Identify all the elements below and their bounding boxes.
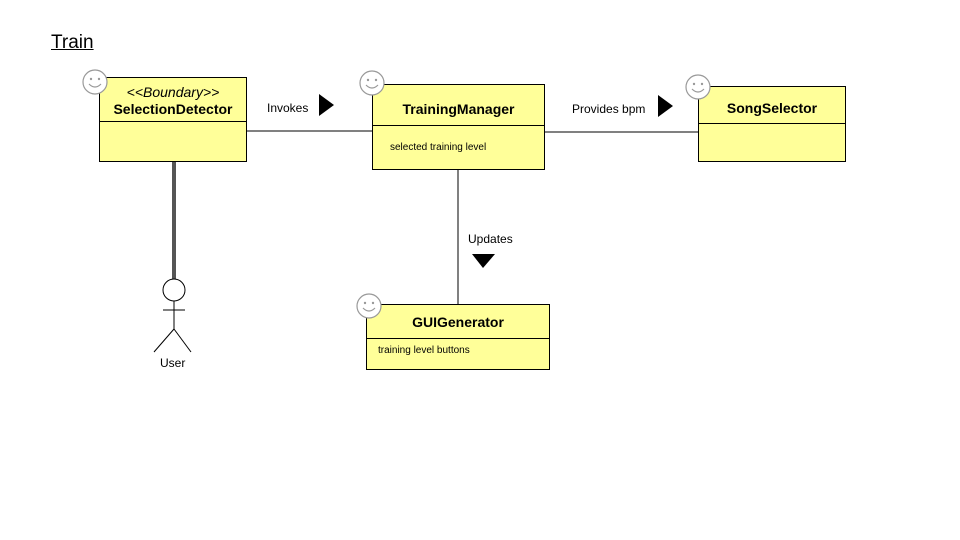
class-attributes: selected training level <box>390 142 487 153</box>
smiley-icon <box>685 74 711 100</box>
class-name: GUIGenerator <box>412 314 504 330</box>
user-actor-figure <box>153 278 192 353</box>
class-song-selector[interactable]: SongSelector <box>698 86 846 162</box>
actor-left-leg <box>153 328 175 353</box>
smiley-icon <box>82 69 108 95</box>
smiley-icon <box>356 293 382 319</box>
diagram-title: Train <box>51 32 94 53</box>
updates-direction-arrow <box>472 254 495 268</box>
invokes-direction-arrow <box>319 94 334 116</box>
class-selection-detector[interactable]: <<Boundary>> SelectionDetector <box>99 77 247 162</box>
class-header: <<Boundary>> SelectionDetector <box>100 78 246 122</box>
actor-label-user: User <box>160 356 186 370</box>
class-training-manager[interactable]: TrainingManager selected training level <box>372 84 545 170</box>
actor-right-leg <box>173 328 192 353</box>
association-label-invokes: Invokes <box>267 101 309 115</box>
class-attributes: training level buttons <box>378 345 470 356</box>
class-gui-generator[interactable]: GUIGenerator training level buttons <box>366 304 550 370</box>
provides-bpm-direction-arrow <box>658 95 673 117</box>
smiley-icon <box>359 70 385 96</box>
actor-head <box>162 278 186 302</box>
association-label-provides-bpm: Provides bpm <box>572 102 646 116</box>
class-header: SongSelector <box>699 87 845 124</box>
class-name: TrainingManager <box>402 101 515 117</box>
class-name: SelectionDetector <box>113 101 233 117</box>
association-label-updates: Updates <box>468 232 513 246</box>
class-header: GUIGenerator <box>367 305 549 339</box>
class-stereotype: <<Boundary>> <box>126 84 220 100</box>
class-name: SongSelector <box>726 100 818 116</box>
class-header: TrainingManager <box>373 85 544 126</box>
